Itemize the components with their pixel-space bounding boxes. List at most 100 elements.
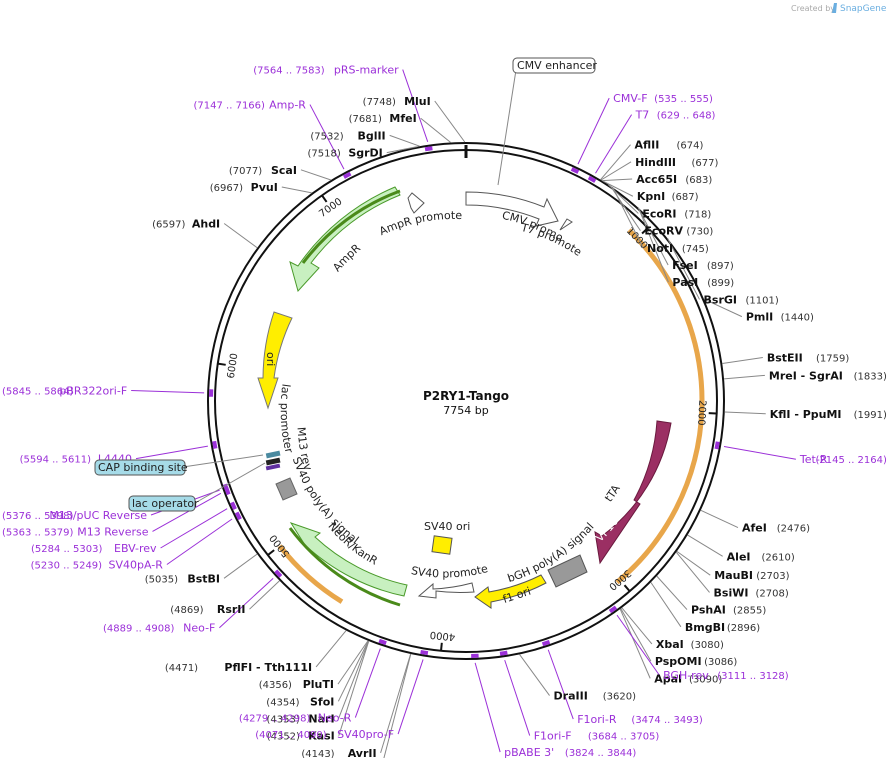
sv40-promoter-feature[interactable]	[417, 582, 475, 599]
enzyme-site-bmgbi[interactable]: BmgBI(2896)	[685, 621, 760, 634]
enzyme-site-alei[interactable]: AleI(2610)	[727, 550, 795, 563]
enzyme-site-pvui[interactable]: PvuI(6967)	[210, 181, 278, 194]
ori-feature[interactable]	[257, 311, 293, 410]
leader-kpni	[602, 180, 634, 197]
primer-range: (5230 .. 5249)	[31, 560, 103, 571]
ampr-feature[interactable]	[289, 186, 401, 293]
enzyme-position: (730)	[686, 227, 713, 238]
enzyme-site-pshai[interactable]: PshAI(2855)	[691, 604, 766, 617]
primer-mark-bgh-rev	[608, 605, 618, 614]
enzyme-name: NotI	[647, 242, 673, 255]
enzyme-name: ApaI	[654, 672, 682, 685]
enzyme-site-acc65i[interactable]: Acc65I(683)	[636, 173, 712, 186]
primer-neo-f[interactable]: Neo-F(4889 .. 4908)	[103, 622, 215, 635]
neor-orf-arc	[277, 544, 344, 604]
enzyme-name: RsrII	[217, 603, 246, 616]
primer-ebv-rev[interactable]: EBV-rev(5284 .. 5303)	[31, 542, 157, 555]
primer-mark-t7	[587, 175, 597, 183]
primer-leader-prs-marker	[402, 69, 429, 142]
enzyme-site-rsrii[interactable]: RsrII(4869)	[170, 603, 245, 616]
primer-leader-sv40pro-f	[397, 659, 424, 735]
enzyme-site-ahdi[interactable]: AhdI(6597)	[152, 217, 220, 230]
enzyme-site-kfli-ppumi[interactable]: KflI - PpuMI(1991)	[770, 408, 887, 421]
enzyme-position: (6597)	[152, 219, 185, 230]
primer-cmv-f[interactable]: CMV-F(535 .. 555)	[613, 92, 713, 105]
primer-leader-tet-r	[723, 446, 796, 460]
primer-f1ori-r[interactable]: F1ori-R(3474 .. 3493)	[577, 713, 703, 726]
enzyme-site-sgrdi[interactable]: SgrDI(7518)	[308, 147, 383, 160]
credit-brand: SnapGene	[840, 4, 887, 14]
primer-sv40pa-r[interactable]: SV40pA-R(5230 .. 5249)	[31, 558, 164, 571]
enzyme-name: PspOMI	[655, 655, 702, 668]
lac-operator-feature	[265, 457, 281, 466]
primer-prs-marker[interactable]: pRS-marker(7564 .. 7583)	[253, 64, 399, 77]
enzyme-site-pasi[interactable]: PasI(899)	[672, 276, 734, 289]
enzyme-name: MauBI	[714, 569, 753, 582]
neor-kanr-feature[interactable]	[289, 522, 408, 597]
primer-neo-r[interactable]: Neo-R(4279 .. 4298)	[239, 712, 352, 725]
enzyme-site-pmli[interactable]: PmlI(1440)	[746, 311, 814, 324]
m13-rev-feature	[265, 463, 281, 471]
enzyme-site-nari[interactable]: NarI(4353)	[266, 713, 334, 726]
enzyme-name: PshAI	[691, 604, 726, 617]
enzyme-site-xbai[interactable]: XbaI(3080)	[656, 638, 724, 651]
enzyme-site-hindiii[interactable]: HindIII(677)	[635, 156, 718, 169]
enzyme-site-bsrgi[interactable]: BsrGI(1101)	[704, 293, 779, 306]
primer-leader-bgh-rev	[616, 614, 660, 676]
enzyme-site-pspomi[interactable]: PspOMI(3086)	[655, 655, 738, 668]
enzyme-site-bstbi[interactable]: BstBI(5035)	[145, 572, 220, 585]
tta-feature[interactable]	[594, 420, 672, 565]
primer-t7[interactable]: T7(629 .. 648)	[635, 109, 716, 122]
enzyme-position: (3090)	[689, 674, 722, 685]
enzyme-site-bsiwi[interactable]: BsiWI(2708)	[714, 586, 789, 599]
primer-range: (7564 .. 7583)	[253, 66, 325, 77]
primer-amp-r[interactable]: Amp-R(7147 .. 7166)	[194, 99, 307, 112]
enzyme-site-draiii[interactable]: DraIII(3620)	[554, 690, 637, 703]
enzyme-site-avrii[interactable]: AvrII(4143)	[301, 747, 376, 758]
primer-mark-tet-r	[714, 441, 720, 450]
enzyme-site-aflii[interactable]: AflII(674)	[635, 139, 704, 152]
leader-kfli-ppumi	[724, 411, 766, 415]
enzyme-site-bglii[interactable]: BglII(7532)	[310, 129, 385, 142]
primer-tet-r[interactable]: Tet-R(2145 .. 2164)	[799, 453, 887, 466]
cmv-promoter-feature[interactable]	[465, 191, 559, 227]
enzyme-site-pluti[interactable]: PluTI(4356)	[259, 678, 334, 691]
enzyme-site-pflfi-tth111i[interactable]: PflFI - Tth111I(4471)	[165, 661, 312, 674]
enzyme-site-scai[interactable]: ScaI(7077)	[229, 164, 297, 177]
enzyme-site-bsteii[interactable]: BstEII(1759)	[767, 352, 850, 365]
enzyme-site-mfei[interactable]: MfeI(7681)	[349, 112, 417, 125]
sv40-ori-feature[interactable]	[431, 535, 453, 555]
primer-m13-reverse[interactable]: M13 Reverse(5363 .. 5379)	[2, 525, 149, 538]
enzyme-position: (3080)	[691, 640, 724, 651]
enzyme-site-mlui[interactable]: MluI(7748)	[363, 95, 431, 108]
primer-m13-puc-reverse[interactable]: M13/pUC Reverse(5376 .. 5398)	[2, 509, 147, 522]
primer-name: CMV-F	[613, 92, 647, 105]
leader-ahdi	[223, 223, 258, 249]
f1-ori-feature[interactable]	[474, 574, 547, 609]
neor-orf-outline	[288, 527, 401, 607]
primer-pbr322ori-f[interactable]: pBR322ori-F(5845 .. 5864)	[2, 385, 127, 398]
t7-promoter-feature	[559, 218, 573, 231]
enzyme-site-kpni[interactable]: KpnI(687)	[637, 190, 699, 203]
enzyme-site-kasi[interactable]: KasI(4352)	[267, 730, 335, 743]
enzyme-site-ecori[interactable]: EcoRI(718)	[642, 207, 711, 220]
primer-pbabe-3[interactable]: pBABE 3'(3824 .. 3844)	[504, 746, 636, 758]
primer-bgh-rev[interactable]: BGH-rev(3111 .. 3128)	[663, 669, 789, 682]
enzyme-site-fsei[interactable]: FseI(897)	[672, 259, 734, 272]
leader-bmgbi	[650, 582, 682, 628]
tick-label-4000: 4000	[429, 629, 455, 642]
enzyme-name: AleI	[727, 550, 751, 563]
enzyme-site-noti[interactable]: NotI(745)	[647, 242, 709, 255]
enzyme-site-mrei-sgrai[interactable]: MreI - SgrAI(1833)	[769, 369, 887, 382]
primer-range: (2145 .. 2164)	[815, 455, 887, 466]
primer-sv40pro-f[interactable]: SV40pro-F(4071 .. 4090)	[255, 728, 394, 741]
enzyme-site-apai[interactable]: ApaI (3090)	[654, 672, 722, 685]
enzyme-name: KpnI	[637, 190, 665, 203]
enzyme-site-sfoi[interactable]: SfoI(4354)	[266, 695, 334, 708]
primer-f1ori-f[interactable]: F1ori-F(3684 .. 3705)	[534, 730, 660, 743]
enzyme-site-afei[interactable]: AfeI(2476)	[742, 522, 810, 535]
primer-mark-sv40pro-f	[420, 649, 429, 656]
primer-leader-l4440	[135, 445, 208, 460]
enzyme-site-ecorv[interactable]: EcoRV(730)	[644, 225, 713, 238]
enzyme-site-maubi[interactable]: MauBI(2703)	[714, 569, 789, 582]
